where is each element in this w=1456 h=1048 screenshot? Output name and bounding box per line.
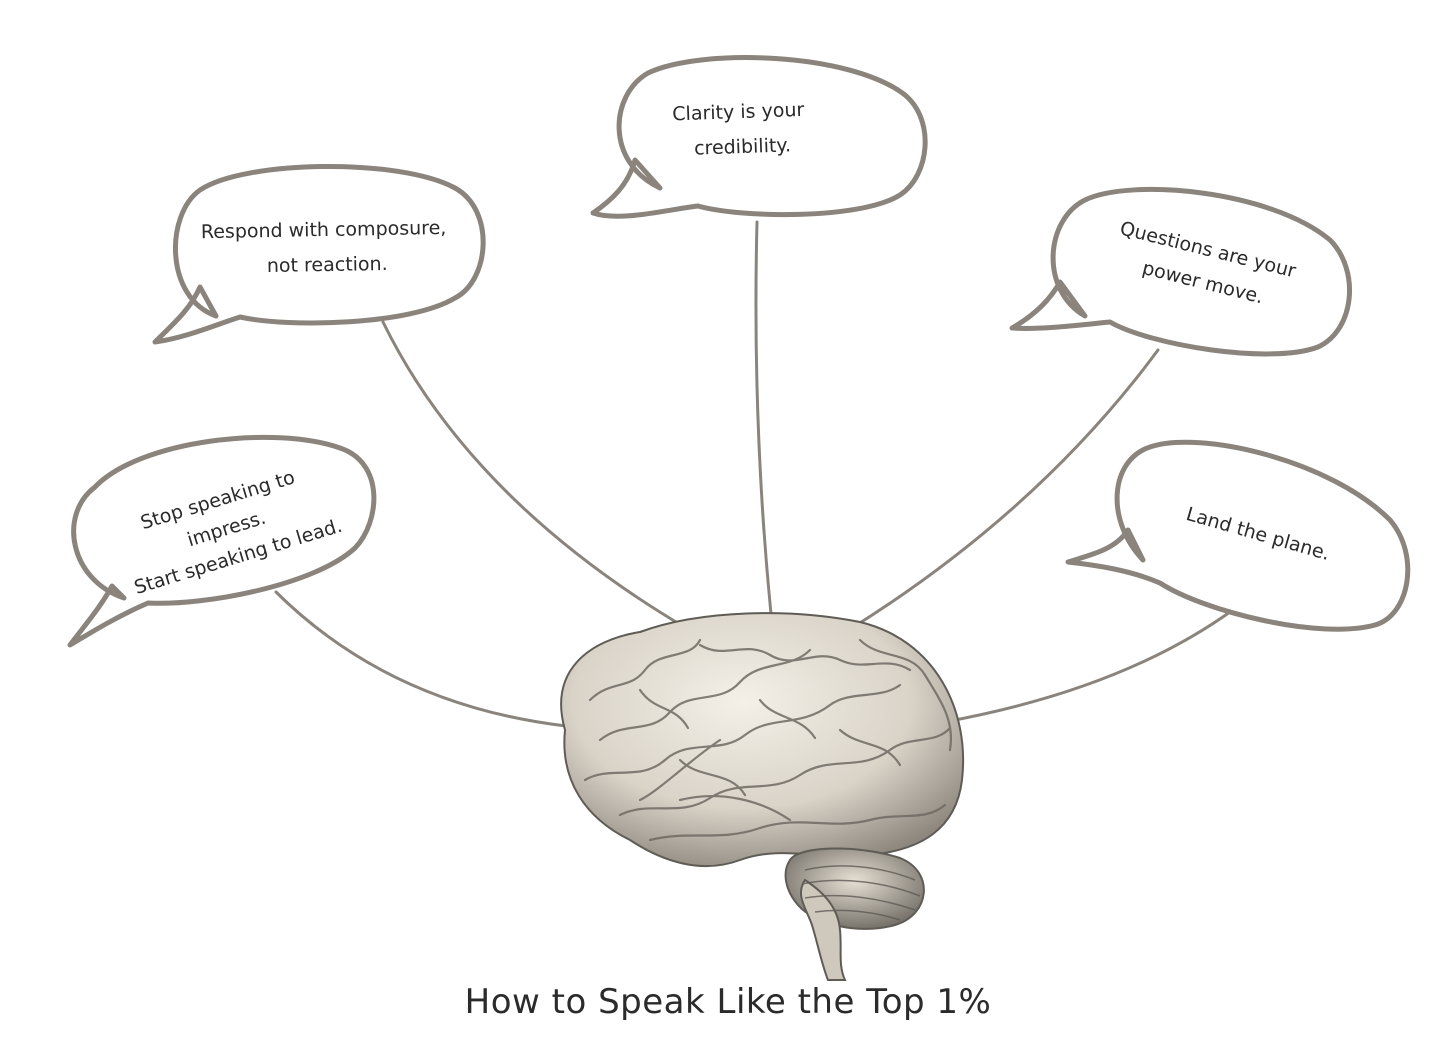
brain-cerebrum bbox=[560, 612, 964, 868]
bubble-lead bbox=[67, 434, 377, 648]
bubble-land bbox=[1065, 439, 1411, 632]
connector-questions bbox=[850, 348, 1160, 630]
bubble-composure bbox=[152, 163, 486, 345]
brain-cerebellum-folds bbox=[801, 865, 921, 921]
bubble-clarity bbox=[590, 55, 928, 219]
brain-illustration bbox=[560, 612, 964, 981]
connector-land bbox=[942, 610, 1232, 724]
bubble-questions bbox=[1009, 187, 1352, 357]
bubble-text-composure: Respond with composure, not reaction. bbox=[201, 217, 453, 278]
diagram-title: How to Speak Like the Top 1% bbox=[464, 982, 992, 1022]
bubble-text-clarity: Clarity is your credibility. bbox=[672, 99, 812, 161]
speech-bubbles bbox=[67, 55, 1411, 648]
brain-stem bbox=[800, 878, 847, 981]
brain-gyri bbox=[583, 638, 953, 842]
connector-composure bbox=[381, 320, 688, 630]
connector-lead bbox=[274, 590, 568, 728]
connector-lines bbox=[274, 220, 1232, 728]
connector-clarity bbox=[754, 220, 773, 616]
